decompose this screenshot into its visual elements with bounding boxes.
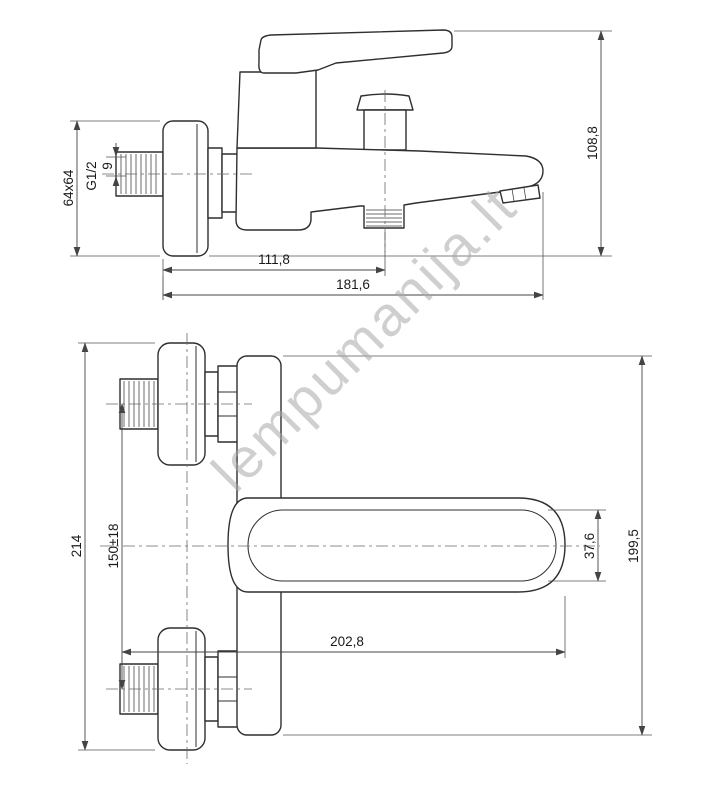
mixer-body <box>236 61 317 149</box>
dim-escutcheon-size: 64x64 <box>61 120 160 257</box>
dim-label: 202,8 <box>330 634 364 649</box>
nut-facets <box>218 391 238 417</box>
plan-view-drawing: 214 150±18 202,8 37,6 199,5 <box>69 333 652 764</box>
side-view-drawing: 64x64 G1/2 9 108,8 111,8 <box>61 29 612 300</box>
mounting-washer <box>207 147 223 219</box>
dim-label: 214 <box>69 534 84 557</box>
nut-facets <box>218 676 238 702</box>
aerator <box>499 184 541 204</box>
spout-outline <box>227 497 566 593</box>
spout-body <box>235 147 544 231</box>
dim-spout-width: 37,6 <box>548 509 606 582</box>
dim-spout-reach: 181,6 <box>162 192 544 300</box>
dim-label: 9 <box>100 162 115 170</box>
dim-label: 108,8 <box>585 126 600 160</box>
dim-supply-centers: 150±18 <box>106 403 126 690</box>
dim-mount-depth: 108,8 <box>209 30 612 257</box>
dim-label: 37,6 <box>582 533 597 559</box>
handle-lever <box>258 29 453 74</box>
hose-outlet-threads <box>366 209 402 227</box>
dim-label: 150±18 <box>106 524 121 569</box>
aerator-ribs <box>511 187 527 202</box>
dim-label: 199,5 <box>626 529 641 563</box>
dim-hose-outlet-offset: 111,8 <box>162 232 386 300</box>
dim-thread-offset: 9 <box>100 143 126 190</box>
dim-overall-width: 214 <box>69 342 155 751</box>
spout-inner-contour <box>247 509 557 582</box>
dim-label: 64x64 <box>61 169 76 206</box>
dim-label-thread-size: G1/2 <box>84 161 99 190</box>
dim-label: 111,8 <box>258 252 290 267</box>
dim-overall-depth: 202,8 <box>121 596 566 658</box>
dim-label: 181,6 <box>336 277 370 292</box>
dim-body-length: 199,5 <box>283 355 652 736</box>
wall-escutcheon <box>162 120 209 257</box>
